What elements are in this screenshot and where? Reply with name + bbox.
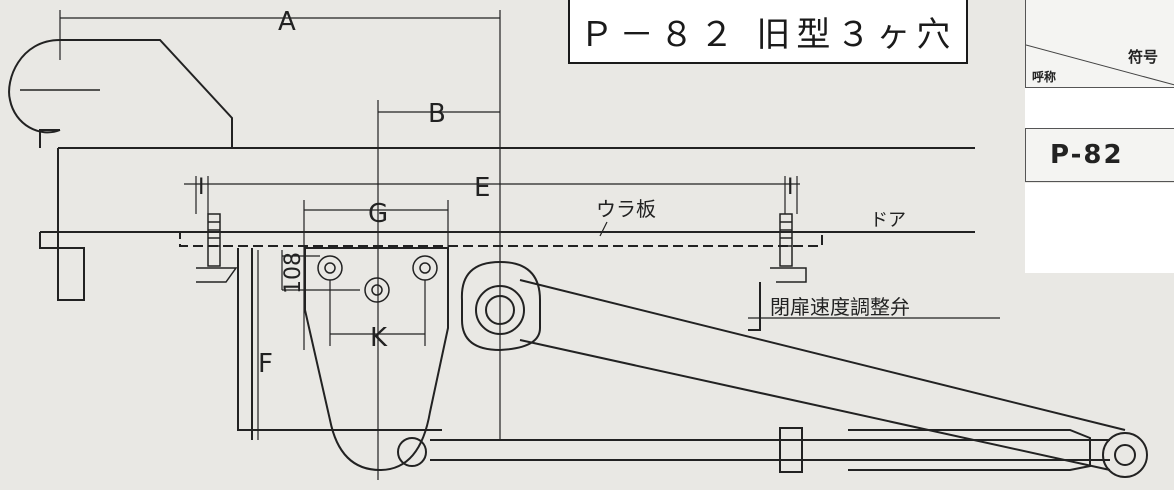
back-plate — [179, 231, 823, 247]
dim-label-a: A — [278, 7, 296, 37]
spec-table: 符号 呼称 P-82 — [1025, 0, 1174, 490]
mounting-screws — [196, 213, 807, 283]
table-blank-area — [1025, 183, 1174, 273]
table-name-header: 呼称 — [1032, 70, 1057, 84]
door-frame — [8, 39, 233, 301]
dim-label-g: G — [368, 199, 388, 229]
table-model-cell: P-82 — [1025, 128, 1174, 182]
dim-label-108: 108 — [281, 252, 306, 294]
dim-label-f: F — [258, 349, 273, 379]
table-header: 符号 呼称 — [1025, 0, 1174, 88]
dim-label-e: E — [474, 173, 490, 203]
back-plate-label: ウラ板 — [596, 197, 656, 221]
table-diagonal — [1026, 44, 1174, 86]
dimension-lines — [59, 10, 1000, 480]
table-symbol-header: 符号 — [1128, 48, 1159, 66]
speed-valve-label: 閉扉速度調整弁 — [770, 295, 910, 319]
door-label: ドア — [870, 210, 906, 231]
dim-label-i-left: I — [198, 175, 205, 200]
closer-body — [237, 247, 761, 472]
dim-label-i-right: I — [787, 175, 794, 200]
dim-label-b: B — [428, 99, 446, 129]
table-blank-row — [1025, 88, 1174, 128]
page-title: Ｐ－８２ 旧型３ヶ穴 — [568, 0, 968, 64]
dim-label-k: K — [370, 323, 388, 353]
